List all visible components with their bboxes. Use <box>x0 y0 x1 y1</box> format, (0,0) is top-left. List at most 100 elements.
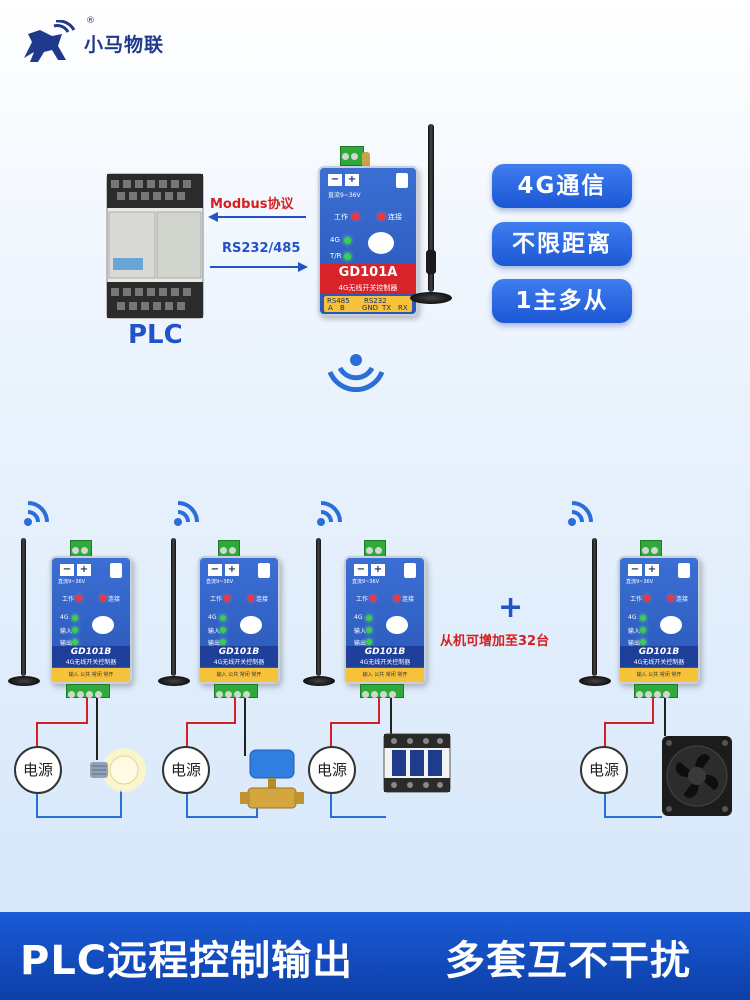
slave-2-antenna <box>171 538 176 676</box>
slave-2-led-work-label: 工作 <box>210 596 223 603</box>
slave-4-bottom-ports: 输入 公共 常闭 常开 <box>620 668 698 682</box>
cooling-fan-icon <box>662 736 732 816</box>
slave-1-led-connect-label: 连接 <box>108 596 121 603</box>
slave-2-led-4g <box>220 615 226 621</box>
light-bulb-icon <box>90 748 146 792</box>
circuit-2-power-source: 电源 <box>162 746 210 794</box>
circuit-4-black-wire <box>664 698 666 736</box>
slave-1-led-input-label: 输入 <box>60 628 73 635</box>
slave-1-led-work <box>76 595 82 601</box>
slave-1-antenna <box>21 538 26 676</box>
circuit-1-red-wire-h <box>36 722 88 724</box>
slave-4-led-work <box>644 595 650 601</box>
circuit-3-power-source: 电源 <box>308 746 356 794</box>
master-antenna-base <box>410 292 452 304</box>
plus-icon: + <box>498 590 524 625</box>
horse-wifi-logo-icon <box>24 20 76 62</box>
slave-4-port-input: 输入 <box>636 672 647 678</box>
slave-2-led-output <box>220 639 226 645</box>
circuit-1-red-wire-v <box>86 698 88 724</box>
slave-2-port-input: 输入 <box>216 672 227 678</box>
circuit-3-blue-wire-v <box>330 794 332 818</box>
slave-3-port-no: 常开 <box>397 672 408 678</box>
slave-2-led-input <box>220 627 226 633</box>
slave-3-port-common: 公共 <box>374 672 385 678</box>
master-horse-icon <box>368 232 394 254</box>
badge-unlimited-distance: 不限距离 <box>492 222 632 266</box>
master-module: −+ 直流9~36V 工作 连接 4G T/R GD101A 4G无线开关控制器… <box>318 166 418 316</box>
slave-3-led-output <box>366 639 372 645</box>
slave-1-led-connect <box>100 595 106 601</box>
slave-4-model: GD101B <box>620 646 698 658</box>
slave-1-port-input: 输入 <box>68 672 79 678</box>
registered-mark: ® <box>86 16 95 26</box>
circuit-3-red-wire-h <box>330 722 380 724</box>
circuit-2-red-wire-h <box>186 722 236 724</box>
slave-4-led-4g-label: 4G <box>628 614 637 621</box>
master-led-connect <box>378 213 385 220</box>
slave-3-led-input-label: 输入 <box>354 628 367 635</box>
footer-left-text: PLC远程控制输出 <box>20 938 354 984</box>
slave-4-led-input <box>640 627 646 633</box>
master-port-rs485: RS485 <box>327 297 350 305</box>
slave-2-model: GD101B <box>200 646 278 658</box>
slave-3-port-input: 输入 <box>362 672 373 678</box>
master-antenna <box>428 124 434 292</box>
slave-1-power-text: 直流9~36V <box>58 579 86 585</box>
slave-2-wifi-icon <box>174 501 199 526</box>
master-led-work <box>352 213 359 220</box>
slave-4-subtitle: 4G无线开关控制器 <box>620 658 698 667</box>
master-antenna-connector <box>362 152 370 170</box>
slave-1-module: −+ 直流9~36V 工作 连接 4G 输入 输出 GD101B 4G无线开关控… <box>50 556 132 684</box>
expand-slaves-text: 从机可增加至32台 <box>440 634 550 649</box>
circuit-4-red-wire <box>604 722 606 746</box>
slave-4-wifi-icon <box>568 501 593 526</box>
slave-3-module: −+ 直流9~36V 工作 连接 4G 输入 输出 GD101B 4G无线开关控… <box>344 556 426 684</box>
slave-3-power-text: 直流9~36V <box>352 579 380 585</box>
slave-3-subtitle: 4G无线开关控制器 <box>346 658 424 667</box>
slave-1-led-4g <box>72 615 78 621</box>
slave-1-wifi-icon <box>24 501 49 526</box>
slave-4-port-common: 公共 <box>648 672 659 678</box>
circuit-4-red-wire-v <box>652 698 654 724</box>
slave-4-antenna-base <box>579 676 611 686</box>
modbus-protocol-label: Modbus协议 <box>210 197 294 212</box>
slave-3-bottom-terminal <box>360 684 404 698</box>
master-led-tr-label: T/R <box>330 252 342 260</box>
slave-3-led-4g-label: 4G <box>354 614 363 621</box>
master-antenna-coil <box>426 250 436 274</box>
brand-name: 小马物联 <box>84 33 165 56</box>
contactor-icon <box>383 733 451 793</box>
slave-3-horse-icon <box>386 616 408 634</box>
slave-3-model: GD101B <box>346 646 424 658</box>
slave-4-led-4g <box>640 615 646 621</box>
slave-2-bottom-ports: 输入 公共 常闭 常开 <box>200 668 278 682</box>
slave-3-antenna-base <box>303 676 335 686</box>
slave-2-antenna-base <box>158 676 190 686</box>
slave-3-led-input <box>366 627 372 633</box>
slave-2-port-no: 常开 <box>251 672 262 678</box>
slave-2-power-text: 直流9~36V <box>206 579 234 585</box>
circuit-2-black-wire <box>244 698 246 756</box>
circuit-4-blue-wire-h <box>604 816 662 818</box>
master-port-tx: TX <box>382 304 392 312</box>
slave-3-bottom-ports: 输入 公共 常闭 常开 <box>346 668 424 682</box>
slave-2-led-connect-label: 连接 <box>256 596 269 603</box>
slave-1-antenna-base <box>8 676 40 686</box>
slave-4-bottom-terminal <box>634 684 678 698</box>
master-power-text: 直流9~36V <box>328 192 361 199</box>
slave-4-power-text: 直流9~36V <box>626 579 654 585</box>
circuit-1-blue-wire-v2 <box>120 790 122 818</box>
slave-2-subtitle: 4G无线开关控制器 <box>200 658 278 667</box>
slave-3-port-nc: 常闭 <box>385 672 396 678</box>
slave-2-horse-icon <box>240 616 262 634</box>
circuit-1-blue-wire-v <box>36 794 38 818</box>
slave-2-led-work <box>224 595 230 601</box>
master-port-b: B <box>340 304 345 312</box>
slave-3-led-connect <box>394 595 400 601</box>
circuit-3-black-wire <box>390 698 392 738</box>
slave-3-wifi-icon <box>317 501 342 526</box>
circuit-1-black-wire <box>96 698 98 760</box>
circuit-2-red-wire <box>186 722 188 746</box>
circuit-4-power-source: 电源 <box>580 746 628 794</box>
